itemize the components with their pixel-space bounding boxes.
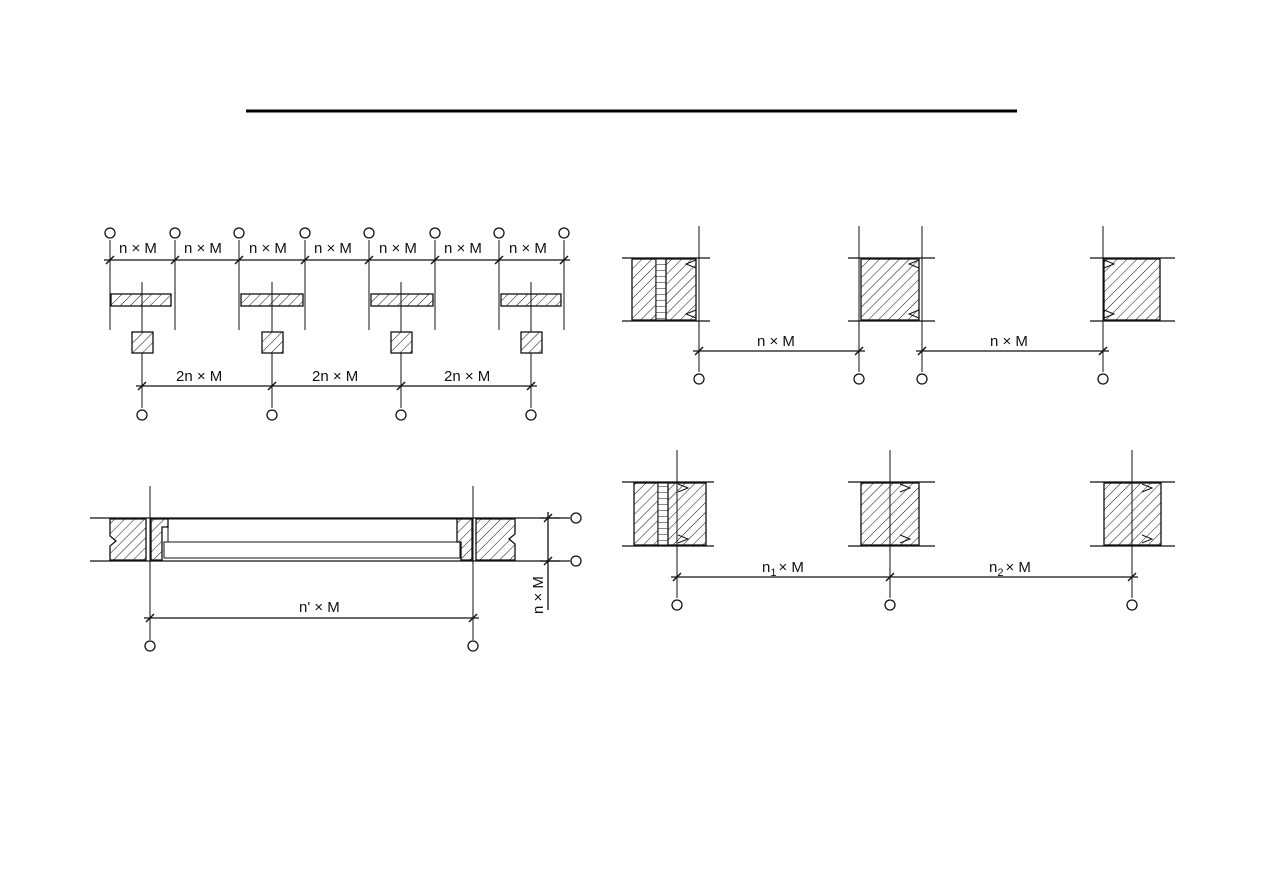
bottom-left-diagram: n' × M n × M xyxy=(90,486,582,652)
grid-bubble xyxy=(493,227,505,239)
column xyxy=(520,331,543,354)
dim-label: n × M xyxy=(990,333,1028,350)
grid-bubble xyxy=(558,227,570,239)
grid-bubble xyxy=(395,409,407,421)
grid-bubble xyxy=(104,227,116,239)
wall xyxy=(631,258,657,321)
top-right-diagram: n × M n × M xyxy=(622,226,1175,385)
wall xyxy=(1103,258,1161,321)
dim-label: n × M xyxy=(530,576,547,614)
dim-label-n1: n1× M xyxy=(762,559,804,579)
dim-label: n' × M xyxy=(299,599,340,616)
grid-bubble xyxy=(144,640,156,652)
grid-bubble xyxy=(169,227,181,239)
dim-label: 2n × M xyxy=(312,368,358,385)
column xyxy=(390,331,413,354)
dim-label: n × M xyxy=(249,240,287,257)
grid-bubble xyxy=(429,227,441,239)
grid-bubble xyxy=(884,599,896,611)
wall xyxy=(633,482,659,546)
grid-bubble xyxy=(853,373,865,385)
wall-layer xyxy=(655,258,667,321)
grid-bubble xyxy=(266,409,278,421)
dim-label: n × M xyxy=(757,333,795,350)
beam xyxy=(370,293,434,307)
grid-bubble xyxy=(363,227,375,239)
floor-slab xyxy=(163,541,461,559)
grid-bubble xyxy=(299,227,311,239)
dim-label: n × M xyxy=(509,240,547,257)
grid-bubble xyxy=(671,599,683,611)
grid-bubble xyxy=(693,373,705,385)
grid-bubble xyxy=(570,555,582,567)
grid-bubble xyxy=(467,640,479,652)
wall xyxy=(667,482,707,546)
dim-label: n × M xyxy=(379,240,417,257)
wall xyxy=(860,258,920,321)
floor-slab xyxy=(167,518,458,543)
grid-bubble xyxy=(233,227,245,239)
dim-label-n2: n2× M xyxy=(989,559,1031,579)
dim-label: n × M xyxy=(444,240,482,257)
column xyxy=(261,331,284,354)
grid-bubble xyxy=(1126,599,1138,611)
dim-label: n × M xyxy=(119,240,157,257)
grid-bubble xyxy=(916,373,928,385)
grid-bubble xyxy=(136,409,148,421)
wall-layer xyxy=(657,482,669,546)
grid-bubble xyxy=(570,512,582,524)
dim-label: 2n × M xyxy=(176,368,222,385)
top-left-diagram: n × M n × M n × M n × M n × M n × M n × … xyxy=(104,227,570,421)
dim-label: 2n × M xyxy=(444,368,490,385)
grid-bubble xyxy=(525,409,537,421)
dim-label: n × M xyxy=(314,240,352,257)
bottom-right-diagram: n1× M n2× M xyxy=(622,450,1175,611)
column xyxy=(131,331,154,354)
dim-label: n × M xyxy=(184,240,222,257)
grid-bubble xyxy=(1097,373,1109,385)
beam xyxy=(110,293,172,307)
wall xyxy=(665,258,697,321)
